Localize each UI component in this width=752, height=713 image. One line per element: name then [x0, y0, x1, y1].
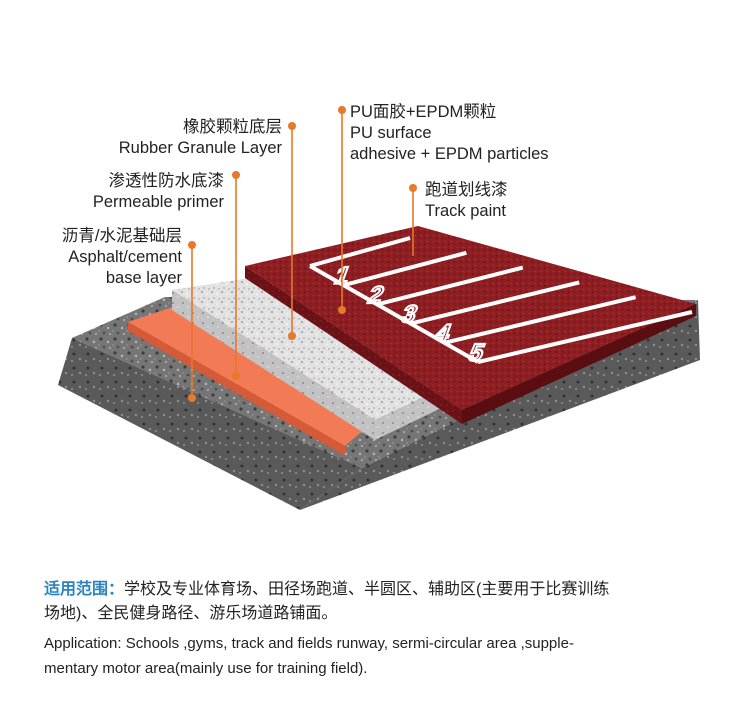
lane-line	[343, 250, 467, 288]
label-asphalt-zh: 沥青/水泥基础层	[61, 227, 182, 245]
label-pu-zh: PU面胶+EPDM颗粒	[350, 103, 497, 121]
application-heading: 适用范围：	[44, 581, 125, 598]
application-zh-line-2: 场地)、全民健身路径、游乐场道路铺面。	[44, 605, 338, 622]
callout-dot-rubber-end	[288, 332, 296, 340]
track-layer-right	[462, 304, 696, 424]
lane-line	[309, 236, 411, 268]
track-layer-front	[245, 266, 462, 424]
lane-line	[410, 280, 580, 326]
label-asphalt-en-2: base layer	[105, 269, 182, 287]
application-zh: 适用范围：学校及专业体育场、田径场跑道、半圆区、辅助区(主要用于比赛训练 场地)…	[44, 578, 734, 626]
lane-line	[443, 295, 637, 345]
label-asphalt-en-1: Asphalt/cement	[68, 248, 182, 266]
label-permeable-primer: 渗透性防水底漆 Permeable primer	[93, 171, 224, 213]
start-line	[309, 264, 479, 364]
asphalt-layer-front	[58, 338, 362, 510]
callout-dot-asphalt-top	[188, 241, 196, 249]
application-en-line-2: mentary motor area(mainly use for traini…	[44, 660, 368, 677]
label-track-en: Track paint	[425, 202, 507, 220]
label-primer-zh: 渗透性防水底漆	[108, 172, 225, 190]
callout-dot-track-top	[409, 184, 417, 192]
callout-dot-primer-top	[232, 171, 240, 179]
application-en: Application: Schools ,gyms, track and fi…	[44, 631, 734, 681]
application-section: 适用范围：学校及专业体育场、田径场跑道、半圆区、辅助区(主要用于比赛训练 场地)…	[44, 578, 734, 681]
label-rubber-zh: 橡胶颗粒底层	[183, 118, 282, 136]
application-en-line-1: Application: Schools ,gyms, track and fi…	[44, 635, 574, 652]
callout-dot-rubber-top	[288, 122, 296, 130]
lane-lines	[309, 236, 693, 364]
primer-layer	[128, 296, 375, 446]
label-rubber-en: Rubber Granule Layer	[118, 139, 282, 157]
label-track-paint: 跑道划线漆 Track paint	[425, 180, 508, 222]
granule-layer-front	[172, 290, 375, 440]
label-pu-en-2: adhesive + EPDM particles	[350, 145, 549, 163]
lane-line	[477, 310, 693, 364]
track-layer-top	[245, 226, 696, 410]
callout-dot-primer-end	[232, 372, 240, 380]
callout-dot-pu-end	[338, 306, 346, 314]
label-pu-surface: PU面胶+EPDM颗粒 PU surface adhesive + EPDM p…	[350, 102, 549, 165]
label-asphalt-base-layer: 沥青/水泥基础层 Asphalt/cement base layer	[62, 226, 182, 289]
label-primer-en: Permeable primer	[92, 193, 224, 211]
primer-layer-front	[128, 322, 345, 456]
label-rubber-granule-layer: 橡胶颗粒底层 Rubber Granule Layer	[119, 117, 282, 159]
label-track-zh: 跑道划线漆	[425, 181, 508, 199]
application-zh-line-1: 学校及专业体育场、田径场跑道、半圆区、辅助区(主要用于比赛训练	[124, 581, 610, 598]
label-pu-en-1: PU surface	[350, 124, 432, 142]
callout-dot-pu-top	[338, 106, 346, 114]
callout-dot-asphalt-end	[188, 394, 196, 402]
lane-line	[376, 265, 524, 307]
